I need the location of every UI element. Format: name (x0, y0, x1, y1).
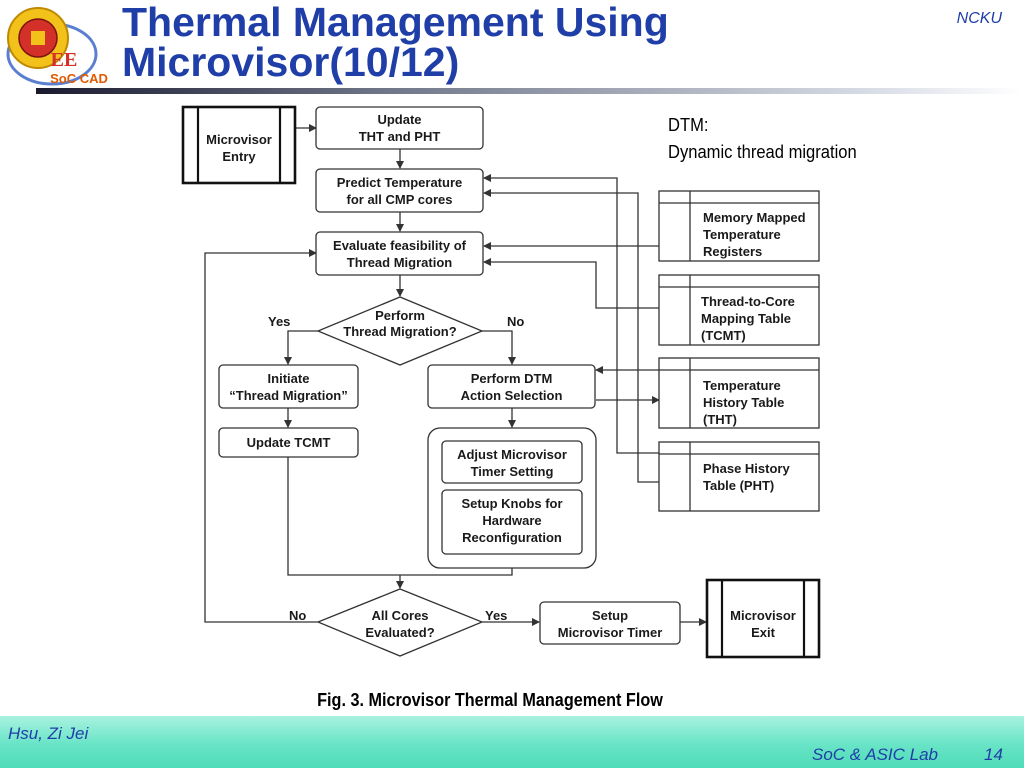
thread-to-core-mapping-table: Thread-to-Core Mapping Table (TCMT) (658, 274, 820, 346)
setup-knobs-label-2: Hardware (482, 513, 541, 528)
setup-knobs-node: Setup Knobs for Hardware Reconfiguration (441, 489, 583, 555)
figure-caption: Fig. 3. Microvisor Thermal Management Fl… (317, 690, 663, 710)
ncku-soc-cad-logo: EE SoC CAD (6, 7, 108, 86)
initiate-thread-migration-node: Initiate “Thread Migration” (218, 364, 359, 409)
evaluate-feasibility-node: Evaluate feasibility of Thread Migration (315, 231, 484, 276)
memory-mapped-temperature-registers-table: Memory Mapped Temperature Registers (658, 190, 820, 262)
dtm-action-selection-node: Perform DTM Action Selection (427, 364, 596, 409)
initiate-label-2: “Thread Migration” (229, 388, 347, 403)
pht-table-label-2: Table (PHT) (703, 478, 774, 493)
dtm-action-label-2: Action Selection (461, 388, 563, 403)
update-tcmt-label: Update TCMT (247, 435, 331, 450)
evaluate-label-1: Evaluate feasibility of (333, 238, 467, 253)
tcmt-table-label-3: (TCMT) (701, 328, 746, 343)
org-label: NCKU (956, 10, 1002, 27)
yes-label-all-cores: Yes (485, 608, 507, 623)
microvisor-entry-node: Microvisor Entry (181, 105, 297, 185)
phase-history-table: Phase History Table (PHT) (658, 441, 820, 512)
setup-knobs-label-3: Reconfiguration (462, 530, 562, 545)
adjust-timer-node: Adjust Microvisor Timer Setting (441, 440, 583, 484)
tcmt-table-label-1: Thread-to-Core (701, 294, 795, 309)
mmtr-label-3: Registers (703, 244, 762, 259)
logo-soc-cad-text: SoC CAD (50, 71, 108, 86)
yes-label-migrate: Yes (268, 314, 290, 329)
decision-all-label-1: All Cores (371, 608, 428, 623)
all-cores-evaluated-decision: All Cores Evaluated? (316, 588, 484, 657)
dtm-action-label-1: Perform DTM (471, 371, 553, 386)
arrow-tcmt-to-evaluate (483, 258, 659, 309)
initiate-label-1: Initiate (268, 371, 310, 386)
thermal-management-flowchart: Microvisor Entry Update THT and PHT Pred… (181, 105, 821, 659)
dtm-note-line-2: Dynamic thread migration (668, 142, 857, 162)
temperature-history-table: Temperature History Table (THT) (658, 357, 820, 429)
adjust-timer-label-1: Adjust Microvisor (457, 447, 567, 462)
tht-table-label-3: (THT) (703, 412, 737, 427)
arrow-decision-yes (284, 330, 318, 365)
author-name: Hsu, Zi Jei (8, 724, 89, 743)
adjust-timer-label-2: Timer Setting (471, 464, 554, 479)
footer-band (0, 716, 1024, 768)
dtm-note-line-1: DTM: (668, 115, 709, 135)
tht-table-label-2: History Table (703, 395, 784, 410)
lab-name: SoC & ASIC Lab (812, 745, 938, 764)
arrow-pht-to-predict (483, 189, 659, 483)
update-tht-pht-label-1: Update (377, 112, 421, 127)
slide-title-line-2: Microvisor(10/12) (122, 39, 460, 85)
microvisor-exit-node: Microvisor Exit (705, 578, 821, 659)
predict-label-2: for all CMP cores (347, 192, 453, 207)
logo-seal-emblem (31, 31, 45, 45)
slide-title-line-1: Thermal Management Using (122, 0, 669, 45)
no-label-migrate: No (507, 314, 524, 329)
dtm-note: DTM: Dynamic thread migration (668, 112, 857, 166)
mmtr-label-1: Memory Mapped (703, 210, 806, 225)
arrow-decision-no (482, 330, 516, 365)
pht-table-label-1: Phase History (703, 461, 790, 476)
update-tht-pht-node: Update THT and PHT (315, 106, 484, 150)
line-group-merge (400, 568, 513, 576)
connectors (204, 124, 707, 626)
update-tht-pht-label-2: THT and PHT (359, 129, 441, 144)
decision-migrate-label-2: Thread Migration? (343, 324, 456, 339)
page-number: 14 (984, 745, 1003, 764)
exit-label-1: Microvisor (730, 608, 796, 623)
line-tcmt-merge (287, 457, 400, 576)
setup-knobs-label-1: Setup Knobs for (461, 496, 562, 511)
setup-timer-label-2: Microvisor Timer (558, 625, 663, 640)
title-rule (36, 88, 1024, 94)
decision-all-label-2: Evaluated? (365, 625, 434, 640)
slide-title: Thermal Management Using Microvisor(10/1… (122, 0, 669, 85)
decision-migrate-label-1: Perform (375, 308, 425, 323)
update-tcmt-node: Update TCMT (218, 427, 359, 458)
evaluate-label-2: Thread Migration (347, 255, 453, 270)
logo-ee-text: EE (51, 49, 78, 71)
predict-temperature-node: Predict Temperature for all CMP cores (315, 168, 484, 213)
tht-table-label-1: Temperature (703, 378, 781, 393)
tcmt-table-label-2: Mapping Table (701, 311, 791, 326)
exit-label-2: Exit (751, 625, 776, 640)
arrow-all-cores-no-loop (204, 249, 318, 623)
entry-label-2: Entry (222, 149, 256, 164)
perform-thread-migration-decision: Perform Thread Migration? (316, 296, 484, 366)
entry-label-1: Microvisor (206, 132, 272, 147)
no-label-all-cores: No (289, 608, 306, 623)
predict-label-1: Predict Temperature (337, 175, 462, 190)
setup-microvisor-timer-node: Setup Microvisor Timer (539, 601, 681, 645)
setup-timer-label-1: Setup (592, 608, 628, 623)
mmtr-label-2: Temperature (703, 227, 781, 242)
